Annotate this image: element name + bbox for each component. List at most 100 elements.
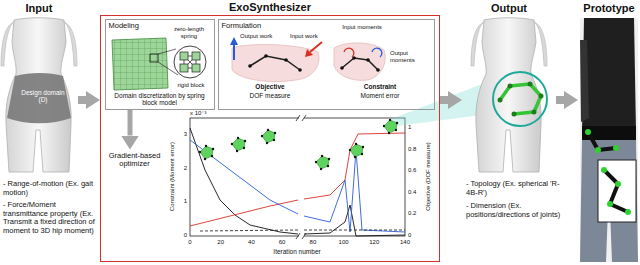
spring-block-domain: [112, 38, 168, 90]
dashed-curve: [304, 230, 405, 231]
zoom-frame: [150, 54, 158, 62]
constraint-curve: [190, 128, 298, 234]
axis-tick: 0.6: [408, 167, 422, 174]
mechanism-thumbnail: [261, 129, 276, 144]
bullet-text: - Force/Moment transmittance property (E…: [3, 201, 99, 236]
annotation: zero-length spring: [166, 26, 212, 40]
joint: [498, 98, 503, 103]
joint: [284, 58, 288, 62]
output-column: Output: [462, 0, 556, 262]
pants: [580, 140, 638, 262]
input-moment-arrow: [344, 48, 354, 57]
node-heading: Prototype: [578, 2, 640, 15]
axis-tick: 0.2: [408, 210, 422, 217]
joint: [528, 82, 533, 87]
objective-curve: [190, 200, 298, 226]
axis-tick: 2: [176, 165, 187, 172]
annotation: rigid block: [170, 82, 212, 89]
dashed-curve: [200, 230, 298, 231]
output-moment-arrow: [372, 48, 382, 57]
joint: [601, 167, 607, 173]
mechanism-thumbnail: [383, 119, 398, 134]
node-heading: ExoSynthesizer: [101, 1, 439, 14]
joint: [595, 147, 601, 153]
joint: [298, 68, 302, 72]
joint: [585, 129, 591, 135]
region-label: Design domain (D): [16, 89, 70, 104]
body-region: [334, 43, 385, 80]
mechanism-thumbnail: [231, 137, 246, 152]
torso-figure: [1, 18, 77, 172]
rigid-block: [192, 64, 200, 72]
annotation: Output work: [240, 33, 284, 40]
axis-tick: 1: [408, 124, 422, 131]
input-arrow: [310, 42, 322, 52]
node-caption: Domain discretization by spring block mo…: [106, 92, 214, 109]
axis-title: Objective (DOF measure): [425, 131, 432, 221]
joint: [340, 66, 344, 70]
exo-mechanism: [604, 170, 628, 212]
flow-arrow: [440, 96, 448, 104]
joint: [532, 110, 537, 115]
mechanism-link: [250, 56, 300, 70]
bullet-text: - Range-of-motion (Ex. gait motion): [3, 180, 99, 197]
axis-tick: 0: [180, 239, 200, 246]
axis-tick: 0: [408, 232, 422, 239]
arm: [580, 40, 589, 122]
mechanism-link: [342, 58, 378, 70]
exo-mechanism: [500, 84, 541, 114]
annotation: Output moments: [390, 50, 434, 64]
shirt: [582, 18, 636, 132]
flow-arrow: [128, 110, 133, 136]
axis-tick: 60: [272, 239, 292, 246]
axis-tick: 20: [211, 239, 231, 246]
node-heading: Gradient-based optimizer: [104, 150, 166, 169]
axis-title: Iteration number: [257, 248, 337, 255]
node-heading: Formulation: [219, 20, 434, 31]
mechanism-thumbnail: [199, 145, 214, 160]
body-region: [232, 45, 319, 82]
highlight-circle: [493, 72, 547, 126]
zoom-circle: [174, 46, 206, 78]
joint: [508, 84, 513, 89]
axis-tick: 40: [241, 239, 261, 246]
torso-figure: [471, 18, 547, 172]
rigid-block: [180, 52, 188, 60]
axis-tick: 0.8: [408, 146, 422, 153]
block-grid: [112, 38, 168, 90]
input-arrow-head: [305, 49, 313, 57]
joint: [613, 145, 619, 151]
inset-frame: [598, 160, 636, 222]
optimizer-label-box: Gradient-based optimizer: [104, 150, 166, 174]
joint: [625, 209, 631, 215]
axis-tick: 3: [176, 131, 187, 138]
rigid-block: [180, 64, 188, 72]
axis-tick: 140: [395, 239, 415, 246]
joint: [512, 112, 517, 117]
mechanism-thumbnail: [315, 155, 330, 170]
zero-length-spring: [184, 56, 196, 68]
axis-tick: 120: [364, 239, 384, 246]
axis-tick: 0: [176, 232, 187, 239]
design-domain: [7, 73, 71, 123]
axis-break-gap: [299, 115, 304, 239]
axis-tick: 1: [176, 198, 187, 205]
plot-frame: [190, 118, 405, 236]
joint: [607, 201, 613, 207]
mechanism-thumbnail: [349, 143, 364, 158]
photo-background: [580, 18, 638, 262]
constraint-label: Moment error: [350, 92, 410, 99]
node-heading: Input: [0, 2, 78, 15]
method-box: ExoSynthesizerModelingDomain discretizat…: [100, 15, 440, 262]
annotation: Input work: [290, 33, 320, 40]
rigid-block: [192, 52, 200, 60]
joint: [366, 58, 370, 62]
bullet-text: - Dimension (Ex. positions/directions of…: [466, 202, 570, 219]
axis-tick: 100: [334, 239, 354, 246]
joint: [615, 181, 621, 187]
prototype-column: Prototype: [578, 0, 640, 262]
joint: [248, 64, 252, 68]
output-arrow: [233, 44, 235, 60]
flow-arrow: [78, 96, 86, 104]
